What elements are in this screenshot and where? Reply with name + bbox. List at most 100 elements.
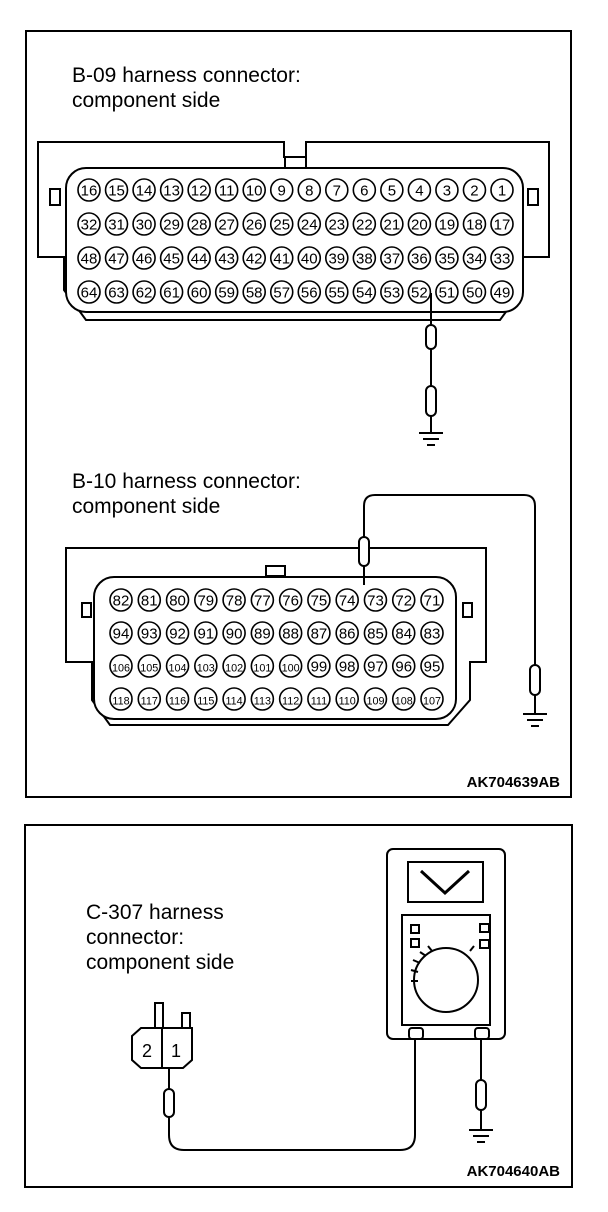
pin-number: 7 bbox=[333, 182, 341, 199]
pin-cavity bbox=[352, 246, 377, 270]
pin-number: 13 bbox=[163, 182, 180, 199]
pin-cavity bbox=[407, 178, 432, 202]
pin-number: 99 bbox=[311, 658, 328, 675]
pin-cavity bbox=[407, 246, 432, 270]
pin-number: 54 bbox=[356, 284, 373, 301]
pin-number: 56 bbox=[301, 284, 318, 301]
pin-number: 110 bbox=[339, 695, 356, 707]
pin-number: 81 bbox=[141, 592, 158, 609]
pin-number: 75 bbox=[311, 592, 328, 609]
pin-cavity bbox=[490, 246, 514, 270]
pin-number: 33 bbox=[494, 250, 511, 267]
pin-number: 5 bbox=[388, 182, 396, 199]
pin-cavity bbox=[278, 654, 303, 678]
c307-connector bbox=[131, 1002, 193, 1069]
pin-number: 44 bbox=[191, 250, 208, 267]
pin-cavity bbox=[324, 212, 349, 236]
pin-cavity bbox=[137, 687, 162, 711]
pin-cavity bbox=[222, 621, 246, 645]
pin-number: 93 bbox=[141, 625, 158, 642]
pin-cavity bbox=[194, 654, 218, 678]
pin-number: 113 bbox=[254, 695, 271, 707]
pin-number: 60 bbox=[191, 284, 208, 301]
pin-number: 64 bbox=[81, 284, 98, 301]
pin-cavity bbox=[242, 280, 266, 304]
pin-cavity bbox=[307, 588, 331, 612]
pin-cavity bbox=[278, 687, 303, 711]
pin-number: 100 bbox=[282, 662, 300, 674]
pin-cavity bbox=[104, 178, 129, 202]
pin-number: 112 bbox=[282, 695, 299, 707]
pin-cavity bbox=[104, 246, 129, 270]
pin-cavity bbox=[307, 687, 331, 711]
pin-number: 51 bbox=[439, 284, 456, 301]
pin-number: 37 bbox=[384, 250, 401, 267]
pin-cavity bbox=[407, 280, 432, 304]
pin-cavity bbox=[187, 280, 211, 304]
pin-cavity bbox=[194, 687, 218, 711]
pin-number: 9 bbox=[278, 182, 286, 199]
pin-cavity bbox=[391, 687, 416, 711]
pin-number: 111 bbox=[311, 695, 327, 707]
pin-number: 39 bbox=[328, 250, 345, 267]
pin-number: 103 bbox=[197, 662, 215, 674]
pin-cavity bbox=[391, 621, 416, 645]
pin-cavity bbox=[462, 246, 487, 270]
pin-number: 55 bbox=[328, 284, 345, 301]
pin-number: 76 bbox=[282, 592, 299, 609]
meter-scale-icon bbox=[410, 945, 475, 982]
pin-number: 106 bbox=[112, 662, 130, 674]
pin-cavity bbox=[165, 654, 190, 678]
pin-cavity bbox=[132, 280, 156, 304]
pin-number: 24 bbox=[301, 216, 318, 233]
pin-cavity bbox=[77, 178, 101, 202]
pin-number: 30 bbox=[136, 216, 153, 233]
pin-number: 116 bbox=[169, 695, 186, 707]
pin-number: 4 bbox=[415, 182, 423, 199]
pin-cavity bbox=[77, 246, 101, 270]
pin-cavity bbox=[242, 212, 266, 236]
pin-number: 83 bbox=[424, 625, 441, 642]
pin-number: 2 bbox=[470, 182, 478, 199]
c307-title-line3: component side bbox=[86, 951, 235, 974]
pin-cavity bbox=[324, 280, 349, 304]
pin-cavity bbox=[420, 687, 444, 711]
pin-number: 94 bbox=[113, 625, 130, 642]
pin-cavity bbox=[77, 280, 101, 304]
pin-number: 29 bbox=[163, 216, 180, 233]
pin-cavity bbox=[407, 212, 432, 236]
pin-cavity bbox=[109, 654, 133, 678]
pin-cavity bbox=[462, 212, 487, 236]
voltmeter bbox=[386, 848, 506, 1040]
c307-title-line2: connector: bbox=[86, 926, 185, 949]
pin-number: 85 bbox=[367, 625, 384, 642]
pin-number: 40 bbox=[301, 250, 318, 267]
meter-ground-lead bbox=[475, 1039, 487, 1129]
c307-pin-1: 1 bbox=[171, 1041, 181, 1061]
c307-probe-lead bbox=[163, 1040, 416, 1151]
pin-number: 97 bbox=[367, 658, 384, 675]
pin-number: 31 bbox=[108, 216, 125, 233]
pin-number: 26 bbox=[246, 216, 263, 233]
pin-cavity bbox=[269, 178, 294, 202]
pin-cavity bbox=[132, 212, 156, 236]
pin-number: 19 bbox=[439, 216, 456, 233]
pin-number: 118 bbox=[112, 695, 129, 707]
pin-cavity bbox=[490, 212, 514, 236]
pin-cavity bbox=[324, 246, 349, 270]
pin-cavity bbox=[109, 588, 133, 612]
pin-number: 6 bbox=[360, 182, 368, 199]
c307-title: C-307 harness connector: component side bbox=[86, 900, 234, 975]
pin-cavity bbox=[194, 588, 218, 612]
pin-number: 42 bbox=[246, 250, 263, 267]
pin-cavity bbox=[109, 621, 133, 645]
pin-cavity bbox=[269, 280, 294, 304]
b09-probe-lead bbox=[425, 293, 437, 432]
pin-number: 50 bbox=[466, 284, 483, 301]
pin-number: 48 bbox=[81, 250, 98, 267]
pin-number: 92 bbox=[169, 625, 186, 642]
pin-cavity bbox=[187, 178, 211, 202]
pin-number: 91 bbox=[197, 625, 214, 642]
pin-number: 27 bbox=[218, 216, 235, 233]
